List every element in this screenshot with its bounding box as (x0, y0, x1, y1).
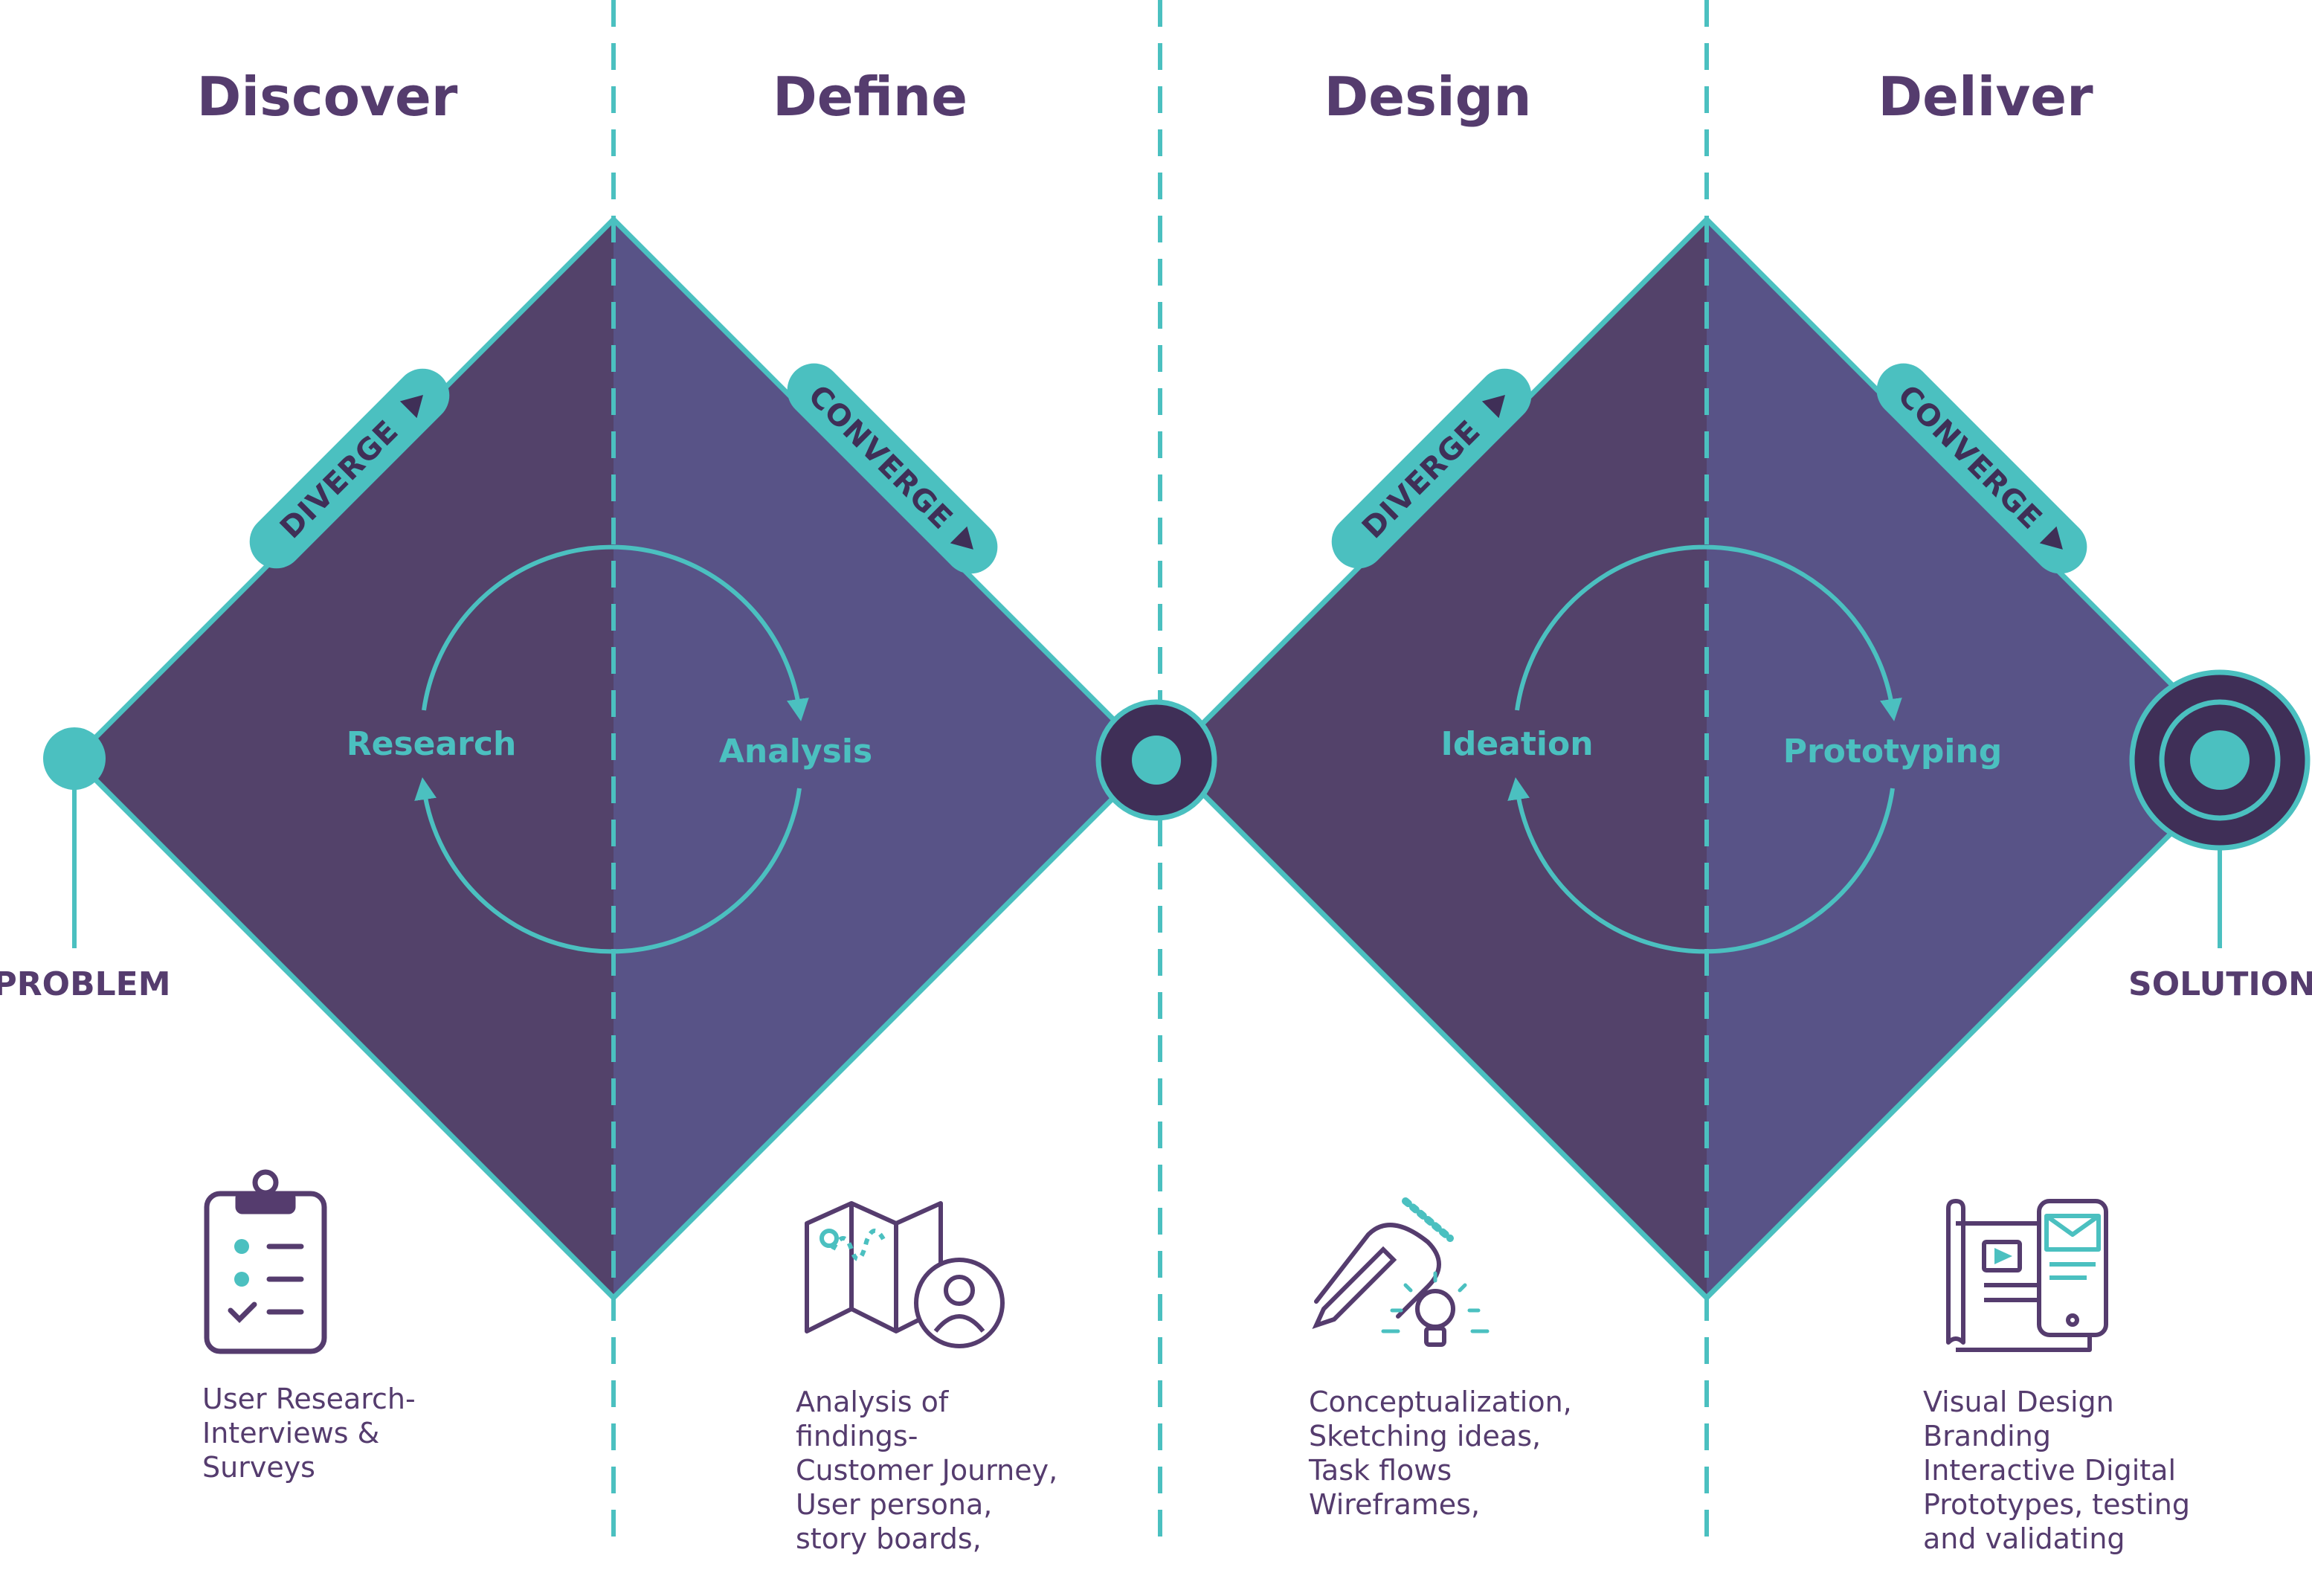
cycle-arrow-bottom (414, 777, 802, 954)
cycle-arrows (414, 544, 809, 954)
diamond-discover-half (74, 219, 614, 1298)
diamond-define-half (614, 219, 1153, 1298)
cycle-label-analysis: Analysis (719, 733, 872, 770)
cycle-label-research: Research (347, 725, 517, 763)
description-line: Visual Design (1923, 1386, 2114, 1418)
target-ring (2159, 699, 2281, 821)
phase-title-define: Define (773, 65, 967, 128)
arrow-right-icon (950, 526, 973, 550)
description-line: Surveys (202, 1451, 315, 1484)
description-line: Task flows (1309, 1454, 1452, 1487)
description-line: Prototypes, testing (1923, 1488, 2191, 1521)
tag-pill (1876, 363, 2087, 574)
description-discover: User Research- Interviews & Surveys (202, 1382, 416, 1484)
cycle-label-prototyping: Prototyping (1783, 733, 2003, 770)
solution-label: SOLUTION (2128, 965, 2312, 1003)
description-deliver: Visual Design Branding Interactive Digit… (1923, 1385, 2190, 1556)
description-define: Analysis of findings- Customer Journey, … (796, 1385, 1057, 1556)
description-line: Interactive Digital (1923, 1454, 2177, 1487)
cycle-arrow-top (422, 544, 809, 721)
cycle-arrow-top (1515, 544, 1902, 721)
target-dot (2190, 730, 2250, 790)
arrow-right-icon (1481, 395, 1505, 419)
arrow-right-icon (399, 395, 423, 419)
tag-pill (1331, 368, 1532, 569)
sketch-lightbulb-icon (1312, 1197, 1490, 1347)
description-line: Wireframes, (1309, 1488, 1481, 1521)
description-line: Conceptualization, (1309, 1386, 1572, 1418)
description-line: Sketching ideas, (1309, 1420, 1542, 1452)
tag-pill (787, 363, 998, 574)
phase-title-design: Design (1324, 65, 1532, 128)
description-line: Analysis of (796, 1386, 949, 1418)
problem-dot (43, 727, 106, 790)
prototype-devices-icon (1946, 1199, 2108, 1352)
description-line: story boards, (796, 1522, 982, 1555)
tag-pill (249, 368, 450, 569)
description-line: User Research- (202, 1383, 416, 1415)
description-line: Interviews & (202, 1417, 380, 1449)
description-line: findings- (796, 1420, 918, 1452)
cycle-arrows (1507, 544, 1902, 954)
diamond-design-half (1168, 219, 1707, 1298)
description-line: User persona, (796, 1488, 993, 1521)
phase-title-deliver: Deliver (1878, 65, 2093, 128)
description-line: Branding (1923, 1420, 2051, 1452)
arrow-right-icon (2039, 526, 2063, 550)
cycle-arrow-bottom (1507, 777, 1895, 954)
midpoint-dot (1132, 736, 1181, 785)
clipboard-checklist-icon (204, 1169, 327, 1354)
midpoint-node (1095, 699, 1217, 821)
phase-title-discover: Discover (197, 65, 458, 128)
solution-target (2129, 669, 2311, 851)
map-persona-icon (805, 1201, 1005, 1348)
cycle-label-ideation: Ideation (1440, 725, 1593, 763)
description-line: Customer Journey, (796, 1454, 1058, 1487)
problem-label: PROBLEM (0, 965, 170, 1003)
description-design: Conceptualization, Sketching ideas, Task… (1309, 1385, 1572, 1522)
description-line: and validating (1923, 1522, 2125, 1555)
